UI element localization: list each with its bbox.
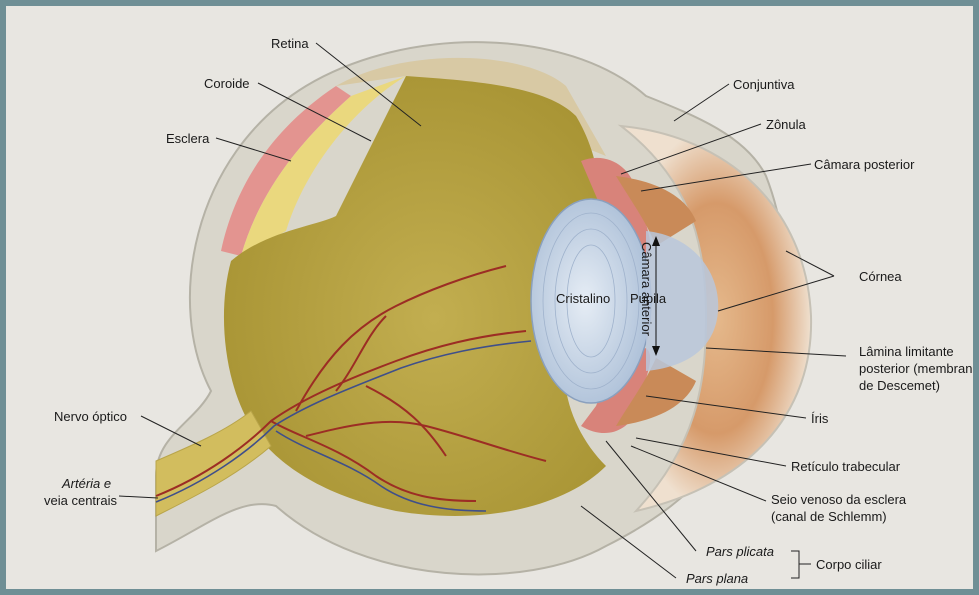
label-camara-posterior: Câmara posterior bbox=[814, 157, 914, 172]
label-pars-plicata: Pars plicata bbox=[706, 544, 774, 559]
label-lamina-2: posterior (membrana bbox=[859, 361, 979, 376]
label-camara-anterior: Câmara anterior bbox=[639, 242, 654, 322]
label-retina: Retina bbox=[271, 36, 309, 51]
label-seio-1: Seio venoso da esclera bbox=[771, 492, 906, 507]
label-seio-2: (canal de Schlemm) bbox=[771, 509, 887, 524]
label-cornea: Córnea bbox=[859, 269, 902, 284]
label-coroide: Coroide bbox=[204, 76, 250, 91]
label-lamina-3: de Descemet) bbox=[859, 378, 940, 393]
label-nervo-optico: Nervo óptico bbox=[54, 409, 127, 424]
label-zonula: Zônula bbox=[766, 117, 806, 132]
label-cristalino: Cristalino bbox=[556, 291, 610, 306]
label-lamina-1: Lâmina limitante bbox=[859, 344, 954, 359]
label-iris: Íris bbox=[811, 411, 828, 426]
label-reticulo: Retículo trabecular bbox=[791, 459, 900, 474]
label-esclera: Esclera bbox=[166, 131, 209, 146]
label-arteria-2: veia centrais bbox=[44, 493, 117, 508]
label-conjuntiva: Conjuntiva bbox=[733, 77, 794, 92]
label-pars-plana: Pars plana bbox=[686, 571, 748, 586]
label-corpo-ciliar: Corpo ciliar bbox=[816, 557, 882, 572]
label-arteria-1: Artéria e bbox=[62, 476, 111, 491]
